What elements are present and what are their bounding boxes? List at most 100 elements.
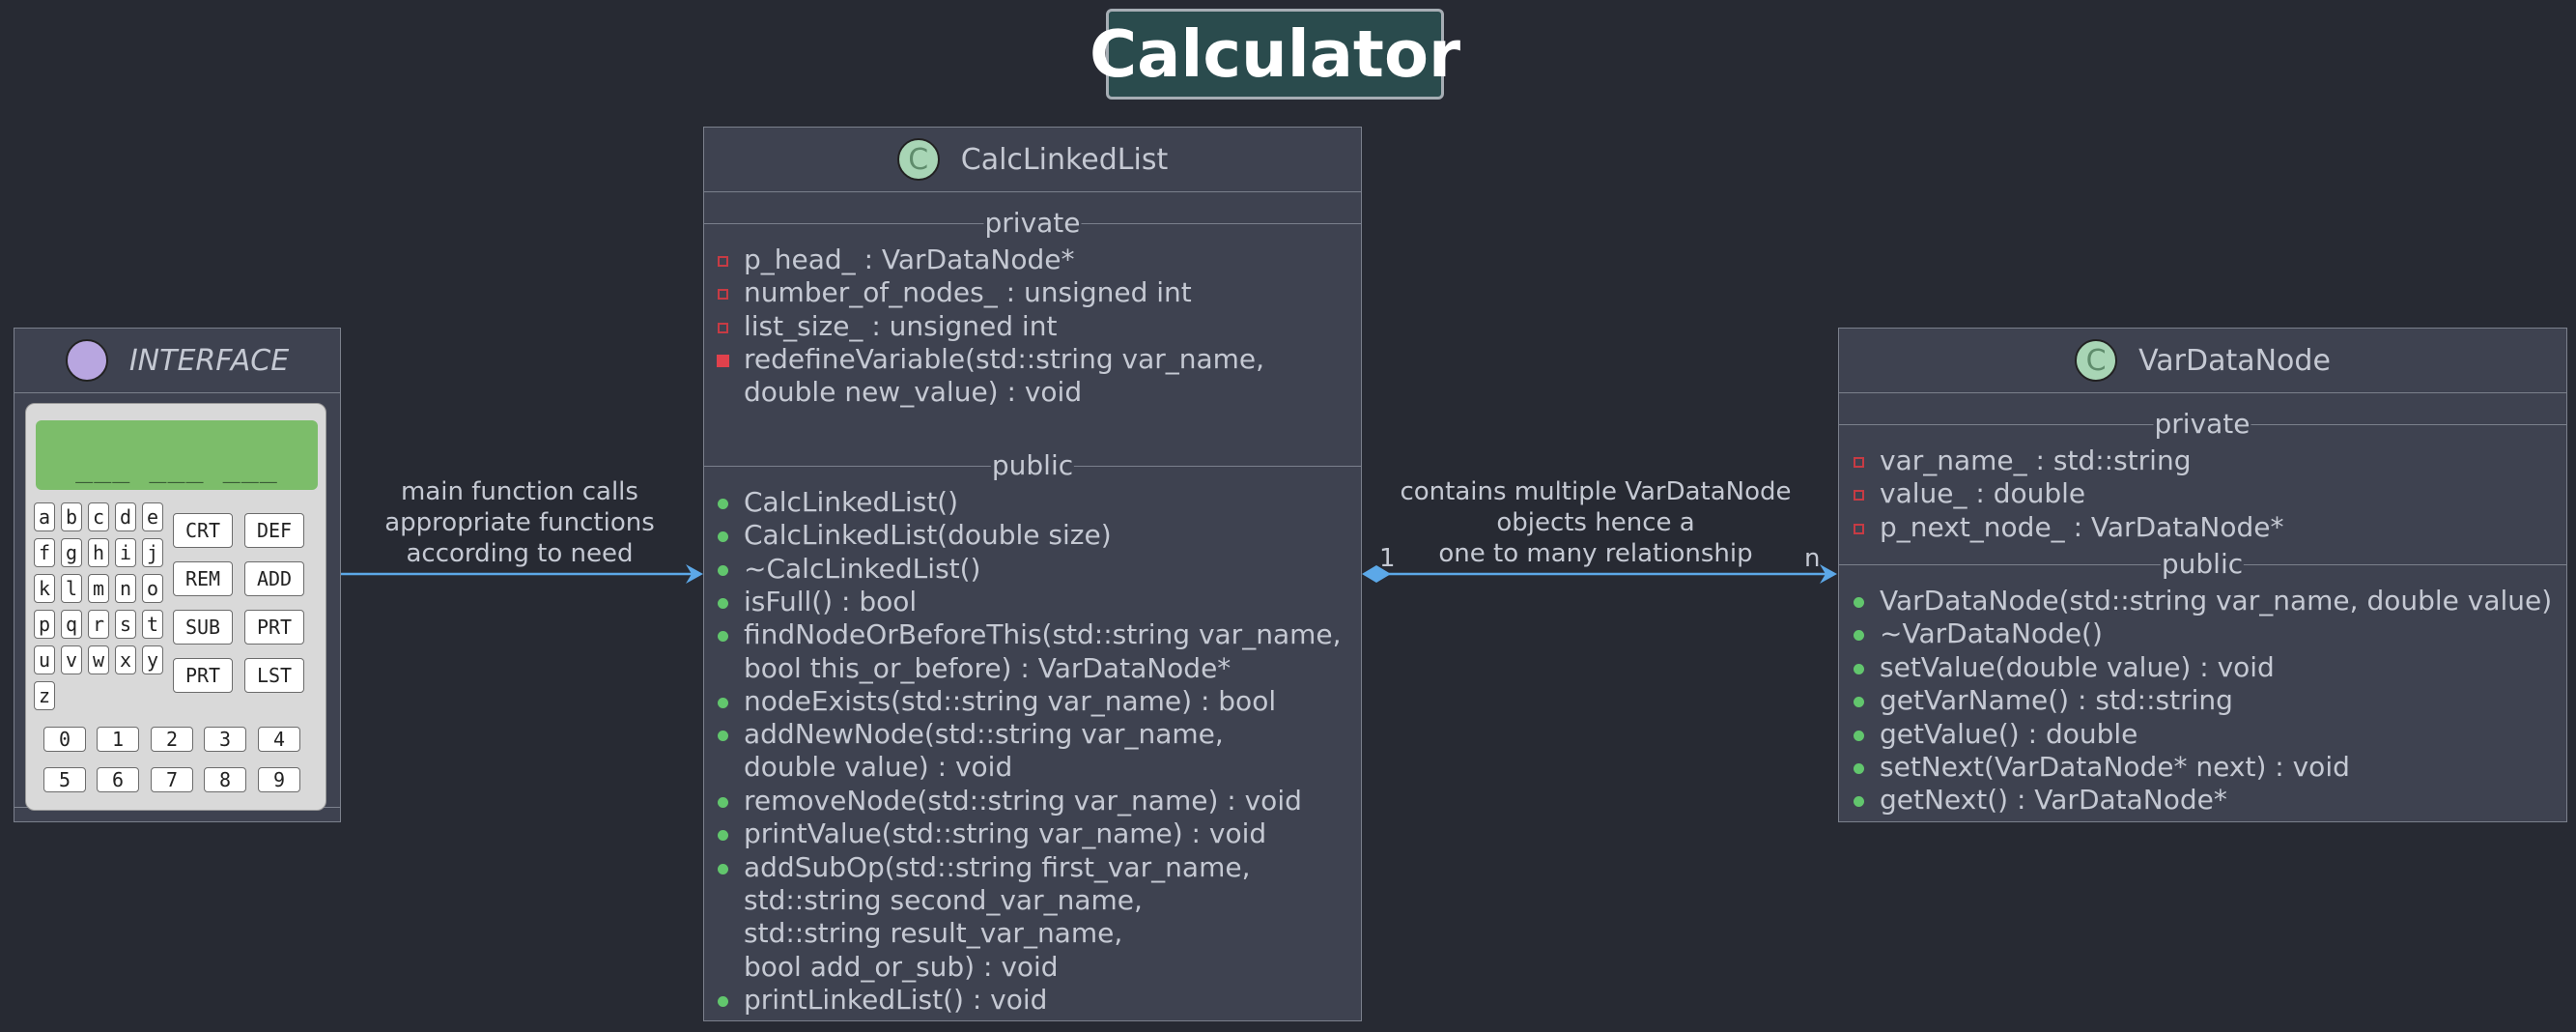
method-ctor: CalcLinkedList()	[744, 486, 959, 518]
member-value: value_ : double	[1880, 477, 2086, 509]
key-v[interactable]: v	[61, 645, 82, 674]
key-q[interactable]: q	[61, 610, 82, 639]
vardatanode-class[interactable]: C VarDataNode private var_name_ : std::s…	[1838, 328, 2567, 822]
method-add-new-node: addNewNode(std::string var_name,	[744, 718, 1224, 750]
key-4[interactable]: 4	[258, 727, 300, 752]
key-o[interactable]: o	[142, 574, 163, 603]
private-marker-icon	[718, 289, 728, 300]
vardatanode-header: C VarDataNode	[1839, 329, 2566, 393]
key-3[interactable]: 3	[204, 727, 246, 752]
class-stereotype-icon: C	[2075, 339, 2118, 382]
list-to-node-arrowhead	[1820, 564, 1837, 584]
interface-name: INTERFACE	[128, 343, 290, 378]
key-m[interactable]: m	[88, 574, 109, 603]
key-prt[interactable]: PRT	[244, 610, 304, 645]
key-x[interactable]: x	[115, 645, 136, 674]
method-dtor: ~VarDataNode()	[1880, 617, 2103, 649]
key-prt-2[interactable]: PRT	[173, 658, 233, 693]
method-find-node: findNodeOrBeforeThis(std::string var_nam…	[744, 618, 1342, 650]
method-get-value: getValue() : double	[1880, 718, 2138, 750]
method-add-sub-op-cont-3: bool add_or_sub) : void	[744, 951, 1059, 983]
key-n[interactable]: n	[115, 574, 136, 603]
key-e[interactable]: e	[142, 502, 163, 531]
key-p[interactable]: p	[34, 610, 55, 639]
key-1[interactable]: 1	[97, 727, 139, 752]
method-dtor: ~CalcLinkedList()	[744, 553, 981, 585]
key-i[interactable]: i	[115, 538, 136, 567]
calclinkedlist-class[interactable]: C CalcLinkedList private p_head_ : VarDa…	[703, 127, 1362, 1021]
key-u[interactable]: u	[34, 645, 55, 674]
public-marker-icon	[718, 864, 728, 874]
key-c[interactable]: c	[88, 502, 109, 531]
key-k[interactable]: k	[34, 574, 55, 603]
public-marker-icon	[1854, 630, 1864, 641]
key-crt[interactable]: CRT	[173, 513, 233, 548]
calclinkedlist-header: C CalcLinkedList	[704, 128, 1361, 192]
vardatanode-name: VarDataNode	[2138, 343, 2331, 378]
key-s[interactable]: s	[115, 610, 136, 639]
class-stereotype-icon: C	[896, 138, 940, 181]
method-redefine-variable: redefineVariable(std::string var_name,	[744, 343, 1265, 375]
method-is-full: isFull() : bool	[744, 586, 918, 617]
public-marker-icon	[1854, 597, 1864, 608]
key-def[interactable]: DEF	[244, 513, 304, 548]
private-marker-icon	[1854, 490, 1864, 501]
method-set-next: setNext(VarDataNode* next) : void	[1880, 751, 2350, 783]
key-9[interactable]: 9	[258, 767, 300, 792]
method-node-exists: nodeExists(std::string var_name) : bool	[744, 685, 1277, 717]
calclinkedlist-name: CalcLinkedList	[960, 142, 1169, 177]
key-a[interactable]: a	[34, 502, 55, 531]
key-f[interactable]: f	[34, 538, 55, 567]
method-add-sub-op-cont-2: std::string result_var_name,	[744, 917, 1123, 949]
key-g[interactable]: g	[61, 538, 82, 567]
key-add[interactable]: ADD	[244, 561, 304, 596]
key-y[interactable]: y	[142, 645, 163, 674]
method-add-sub-op-cont-1: std::string second_var_name,	[744, 884, 1143, 916]
key-d[interactable]: d	[115, 502, 136, 531]
key-2[interactable]: 2	[151, 727, 193, 752]
private-section-label: private	[2153, 407, 2251, 440]
interface-to-list-arrowhead	[686, 564, 703, 584]
key-z[interactable]: z	[34, 681, 55, 710]
public-marker-icon	[718, 996, 728, 1007]
method-get-next: getNext() : VarDataNode*	[1880, 784, 2227, 816]
key-0[interactable]: 0	[43, 727, 86, 752]
private-marker-icon	[718, 323, 728, 333]
key-lst[interactable]: LST	[244, 658, 304, 693]
method-redefine-variable-cont: double new_value) : void	[744, 376, 1083, 408]
key-7[interactable]: 7	[151, 767, 193, 792]
calculator-display: ___ ___ ___	[36, 420, 318, 490]
public-marker-icon	[718, 531, 728, 542]
method-add-sub-op: addSubOp(std::string first_var_name,	[744, 851, 1251, 883]
public-marker-icon	[1854, 796, 1864, 807]
interface-header: INTERFACE	[14, 329, 340, 393]
key-j[interactable]: j	[142, 538, 163, 567]
public-marker-icon	[1854, 763, 1864, 774]
key-w[interactable]: w	[88, 645, 109, 674]
public-marker-icon	[718, 565, 728, 576]
method-remove-node: removeNode(std::string var_name) : void	[744, 785, 1302, 817]
key-sub[interactable]: SUB	[173, 610, 233, 645]
key-5[interactable]: 5	[43, 767, 86, 792]
key-l[interactable]: l	[61, 574, 82, 603]
public-section-label: public	[990, 448, 1075, 481]
key-r[interactable]: r	[88, 610, 109, 639]
public-marker-icon	[1854, 664, 1864, 674]
method-find-node-cont: bool this_or_before) : VarDataNode*	[744, 652, 1231, 684]
key-t[interactable]: t	[142, 610, 163, 639]
key-8[interactable]: 8	[204, 767, 246, 792]
key-b[interactable]: b	[61, 502, 82, 531]
interface-relation-label: main function calls appropriate function…	[384, 477, 655, 568]
key-6[interactable]: 6	[97, 767, 139, 792]
composition-relation-label: contains multiple VarDataNode objects he…	[1400, 477, 1792, 568]
member-p-head: p_head_ : VarDataNode*	[744, 244, 1075, 275]
key-rem[interactable]: REM	[173, 561, 233, 596]
key-h[interactable]: h	[88, 538, 109, 567]
public-marker-icon	[1854, 697, 1864, 707]
private-method-marker-icon	[717, 355, 729, 367]
node-multiplicity: n	[1804, 544, 1821, 573]
private-marker-icon	[1854, 524, 1864, 534]
calculator-widget: ___ ___ ___ a b c d e f g h i j k l m n …	[25, 403, 326, 811]
interface-stereotype-icon	[65, 339, 108, 382]
